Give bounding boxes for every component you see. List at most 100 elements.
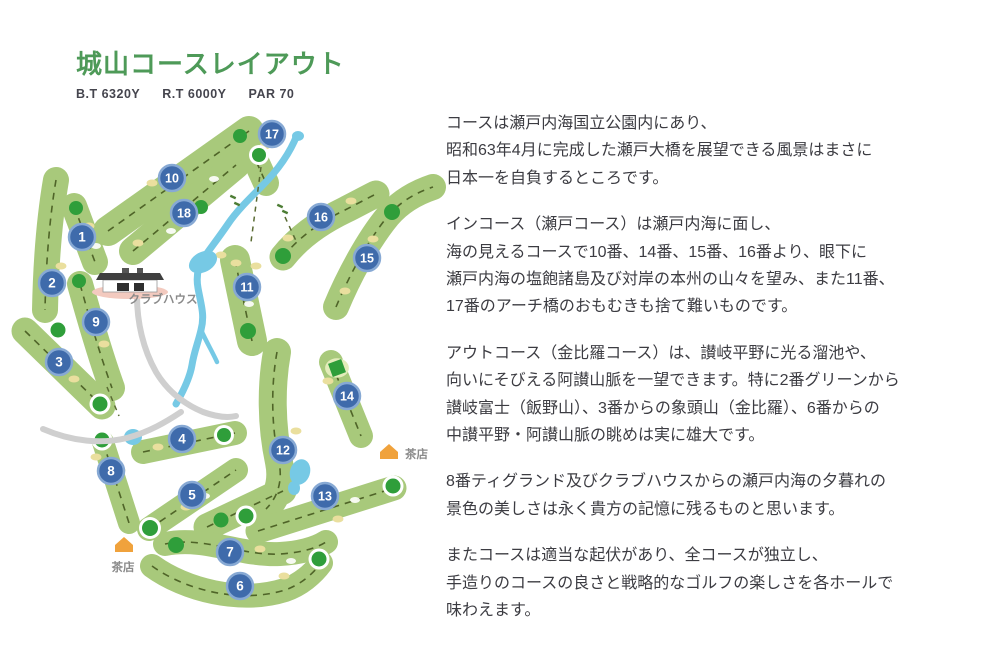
fairway	[153, 530, 338, 567]
putting-green	[69, 201, 83, 215]
fairway-centerline	[164, 541, 327, 555]
fairway	[252, 338, 295, 523]
putting-green	[252, 148, 266, 162]
clubhouse-window	[117, 283, 129, 291]
bunker	[98, 340, 110, 348]
putting-green	[142, 520, 158, 536]
description-line: またコースは適当な起伏があり、全コースが独立し、	[446, 547, 828, 565]
bunker	[345, 197, 357, 205]
description-line: 中讃平野・阿讃山脈の眺めは実に雄大です。	[446, 427, 765, 445]
description-line: 昭和63年4月に完成した瀬戸大橋を展望できる風景はまさに	[446, 142, 873, 160]
putting-green	[275, 248, 291, 264]
fairway-centerline	[151, 562, 322, 597]
putting-green	[238, 508, 254, 524]
description-line: 海の見えるコースで10番、14番、15番、16番より、眼下に	[446, 243, 867, 261]
fairway-highlight	[209, 176, 219, 182]
teahouse-icon	[115, 537, 133, 552]
tee-mark	[229, 194, 237, 200]
fairway-centerline	[282, 193, 377, 258]
shot-line	[284, 216, 298, 244]
hole-number-16: 16	[314, 211, 328, 225]
hole-marker-4	[167, 424, 197, 454]
hole-marker-9	[81, 307, 111, 337]
description-line: 味わえます。	[446, 602, 541, 620]
clubhouse-roof-vent	[137, 268, 143, 273]
putting-green	[213, 512, 229, 528]
par-total: PAR 70	[248, 86, 295, 101]
hole-marker-6	[225, 571, 255, 601]
hole-number-9: 9	[92, 315, 100, 330]
pond	[289, 459, 311, 485]
fairway-centerline	[335, 186, 434, 308]
shot-line	[250, 166, 262, 243]
putting-green	[92, 396, 108, 412]
page-title: 城山コースレイアウト	[76, 49, 345, 79]
pond	[292, 131, 304, 141]
hole-number-1: 1	[78, 230, 86, 245]
bunker	[90, 453, 102, 461]
hole-number-11: 11	[240, 281, 253, 295]
hole-number-7: 7	[226, 545, 234, 560]
clubhouse-body	[102, 279, 158, 293]
hole-number-6: 6	[236, 579, 244, 594]
description-line: 手造りのコースの良さと戦略的なゴルフの楽しさを各ホールで	[446, 574, 894, 592]
hole-number-4: 4	[178, 432, 186, 447]
teahouse-icon	[380, 444, 398, 459]
description-line: アウトコース（金比羅コース）は、讃岐平野に光る溜池や、	[446, 344, 876, 362]
tee-mark	[276, 203, 284, 209]
teahouse-label: 茶店	[404, 447, 428, 461]
description-line: 景色の美しさは永く貴方の記憶に残るものと思います。	[446, 500, 845, 518]
hole-marker-16	[306, 202, 336, 232]
description-line: 瀬戸内海の塩飽諸島及び対岸の本州の山々を望み、また11番、	[446, 271, 895, 289]
clubhouse-window	[134, 283, 144, 291]
description-line: コースは瀬戸内海国立公園内にあり、	[446, 115, 717, 132]
hole-number-10: 10	[165, 172, 179, 186]
regular-tee-yardage: R.T 6000Y	[162, 86, 227, 101]
course-description: コースは瀬戸内海国立公園内にあり、昭和63年4月に完成した瀬戸大橋を展望できる風…	[446, 110, 994, 644]
pond	[188, 250, 218, 274]
hole-number-17: 17	[265, 128, 279, 142]
fairway-highlight	[166, 228, 176, 234]
cart-path	[134, 293, 239, 420]
hole-marker-11	[232, 272, 262, 302]
bunker	[332, 515, 344, 523]
hole-marker-5	[177, 480, 207, 510]
bunker	[254, 545, 266, 553]
clubhouse-roof-vent	[122, 268, 129, 273]
putting-green	[217, 428, 231, 442]
fairway-centerline	[79, 283, 113, 389]
putting-green	[168, 537, 184, 553]
bunker	[290, 427, 302, 435]
bunker	[250, 262, 262, 270]
putting-green-square	[328, 359, 346, 377]
hole-number-13: 13	[318, 490, 332, 504]
bunker	[278, 572, 290, 580]
hole-marker-17	[257, 119, 287, 149]
hole-number-3: 3	[55, 355, 63, 370]
bunker	[215, 251, 227, 259]
clubhouse-roof	[96, 273, 164, 280]
hole-number-18: 18	[177, 207, 191, 221]
putting-green	[240, 323, 256, 339]
description-line: 讃岐富士（飯野山）、3番からの象頭山（金比羅）、6番からの	[446, 399, 880, 417]
putting-green	[50, 322, 66, 338]
bunker	[339, 287, 351, 295]
hole-number-2: 2	[48, 276, 56, 291]
description-paragraph: アウトコース（金比羅コース）は、讃岐平野に光る溜池や、向いにそびえる阿讃山脈を一…	[446, 340, 994, 450]
putting-green	[384, 204, 400, 220]
bunker	[152, 443, 164, 451]
fairway-highlight	[286, 558, 296, 564]
description-paragraph: コースは瀬戸内海国立公園内にあり、昭和63年4月に完成した瀬戸大橋を展望できる風…	[446, 110, 994, 192]
hole-number-8: 8	[107, 464, 115, 479]
hole-marker-15	[352, 243, 382, 273]
bunker	[55, 262, 67, 270]
description-paragraph: 8番ティグランド及びクラブハウスからの瀬戸内海の夕暮れの景色の美しさは永く貴方の…	[446, 468, 994, 523]
fairway-highlight	[350, 497, 360, 503]
hole-marker-7	[215, 537, 245, 567]
bunker	[68, 375, 80, 383]
tee-mark	[233, 201, 241, 207]
bunker	[230, 259, 242, 267]
